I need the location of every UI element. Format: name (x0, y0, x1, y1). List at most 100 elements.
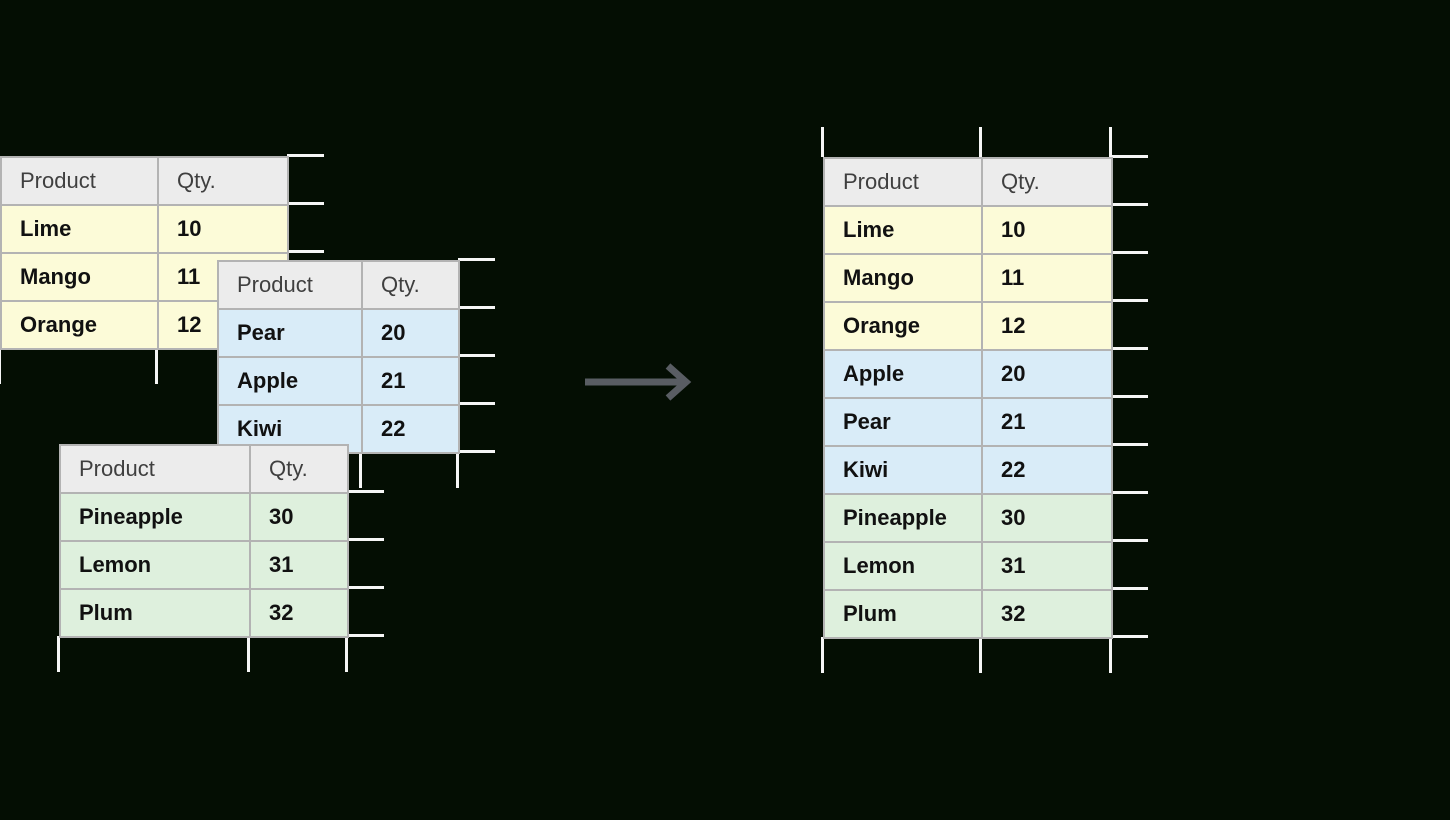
cell-product: Plum (823, 589, 983, 639)
cell-product: Mango (0, 252, 159, 302)
row-gridline-tick (1111, 299, 1148, 302)
row-gridline-tick (287, 154, 324, 157)
cell-product: Orange (0, 300, 159, 350)
column-gridline-tick (57, 636, 60, 672)
cell-product: Apple (823, 349, 983, 399)
cell-qty: 30 (981, 493, 1113, 543)
header-cell-product: Product (823, 157, 983, 207)
column-gridline-tick (456, 452, 459, 488)
row-gridline-tick (1111, 539, 1148, 542)
row-gridline-tick (1111, 587, 1148, 590)
cell-product: Pear (823, 397, 983, 447)
row-gridline-tick (287, 202, 324, 205)
cell-qty: 21 (361, 356, 460, 406)
cell-product: Pineapple (59, 492, 251, 542)
cell-qty: 10 (157, 204, 289, 254)
cell-qty: 22 (981, 445, 1113, 495)
column-gridline-tick (979, 127, 982, 157)
cell-product: Lemon (59, 540, 251, 590)
column-gridline-tick (1109, 127, 1112, 157)
cell-product: Pineapple (823, 493, 983, 543)
row-gridline-tick (1111, 155, 1148, 158)
row-gridline-tick (1111, 203, 1148, 206)
row-gridline-tick (458, 450, 495, 453)
header-cell-qty: Qty. (249, 444, 349, 494)
row-gridline-tick (347, 586, 384, 589)
cell-qty: 20 (981, 349, 1113, 399)
cell-product: Apple (217, 356, 363, 406)
row-gridline-tick (1111, 491, 1148, 494)
cell-product: Lemon (823, 541, 983, 591)
row-gridline-tick (347, 634, 384, 637)
column-gridline-tick (345, 636, 348, 672)
row-gridline-tick (347, 538, 384, 541)
row-gridline-tick (1111, 251, 1148, 254)
merge-arrow-icon (585, 363, 692, 401)
column-gridline-tick (821, 127, 824, 157)
cell-qty: 10 (981, 205, 1113, 255)
cell-qty: 22 (361, 404, 460, 454)
cell-product: Kiwi (823, 445, 983, 495)
column-gridline-tick (1109, 637, 1112, 673)
cell-qty: 31 (981, 541, 1113, 591)
header-cell-qty: Qty. (361, 260, 460, 310)
cell-product: Mango (823, 253, 983, 303)
row-gridline-tick (458, 258, 495, 261)
header-cell-product: Product (0, 156, 159, 206)
header-cell-product: Product (59, 444, 251, 494)
cell-product: Orange (823, 301, 983, 351)
row-gridline-tick (1111, 347, 1148, 350)
cell-qty: 21 (981, 397, 1113, 447)
header-cell-qty: Qty. (157, 156, 289, 206)
cell-product: Plum (59, 588, 251, 638)
row-gridline-tick (287, 250, 324, 253)
cell-qty: 32 (249, 588, 349, 638)
row-gridline-tick (458, 402, 495, 405)
row-gridline-tick (347, 490, 384, 493)
cell-qty: 32 (981, 589, 1113, 639)
cell-qty: 30 (249, 492, 349, 542)
column-gridline-tick (247, 636, 250, 672)
header-cell-product: Product (217, 260, 363, 310)
row-gridline-tick (458, 306, 495, 309)
cell-qty: 20 (361, 308, 460, 358)
cell-qty: 12 (981, 301, 1113, 351)
arrow-head (665, 363, 692, 401)
column-gridline-tick (821, 637, 824, 673)
cell-product: Lime (823, 205, 983, 255)
row-gridline-tick (1111, 443, 1148, 446)
cell-qty: 11 (981, 253, 1113, 303)
cell-qty: 31 (249, 540, 349, 590)
column-gridline-tick (979, 637, 982, 673)
row-gridline-tick (1111, 395, 1148, 398)
header-cell-qty: Qty. (981, 157, 1113, 207)
cell-product: Pear (217, 308, 363, 358)
column-gridline-tick (155, 348, 158, 384)
column-gridline-tick (0, 348, 1, 384)
cell-product: Lime (0, 204, 159, 254)
column-gridline-tick (359, 452, 362, 488)
